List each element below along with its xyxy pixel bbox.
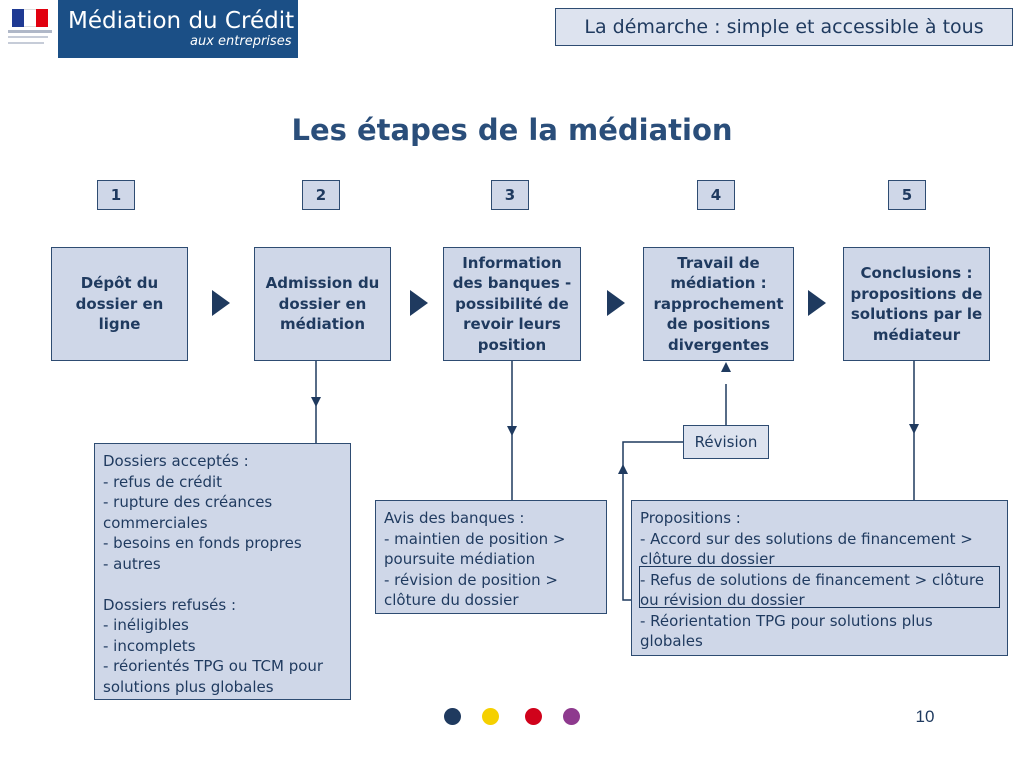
revision-box: Révision <box>683 425 769 459</box>
step-box-2: Admission du dossier en médiation <box>254 247 391 361</box>
step-label-1: Dépôt du dossier en ligne <box>75 274 164 334</box>
down-arrow-admission <box>311 397 321 407</box>
step-box-1: Dépôt du dossier en ligne <box>51 247 188 361</box>
up-arrow-revision-loop <box>618 464 628 474</box>
step-label-2: Admission du dossier en médiation <box>265 274 380 334</box>
footer-dot-navy <box>444 708 461 725</box>
footer-dot-purple <box>563 708 580 725</box>
propositions-note: Propositions : - Accord sur des solution… <box>631 500 1008 656</box>
avis-banques-note-text: Avis des banques : - maintien de positio… <box>384 509 566 609</box>
logo: Médiation du Crédit aux entreprises <box>0 0 298 58</box>
propositions-note-text: Propositions : - Accord sur des solution… <box>640 509 985 650</box>
footer-dot-yellow <box>482 708 499 725</box>
up-arrow-travail <box>721 362 731 372</box>
down-arrow-conclusions <box>909 424 919 434</box>
step-label-3: Information des banques - possibilité de… <box>452 253 572 354</box>
logo-subtitle: aux entreprises <box>190 34 292 49</box>
step-box-5: Conclusions : propositions de solutions … <box>843 247 990 361</box>
avis-banques-note: Avis des banques : - maintien de positio… <box>375 500 607 614</box>
step-number-4: 4 <box>697 180 735 210</box>
step-number-3: 3 <box>491 180 529 210</box>
dossiers-note-text: Dossiers acceptés : - refus de crédit - … <box>103 452 324 696</box>
refus-highlight-frame <box>639 566 1000 608</box>
marianne-emblem <box>0 0 58 58</box>
step-box-3: Information des banques - possibilité de… <box>443 247 581 361</box>
down-arrow-information <box>507 426 517 436</box>
step-label-4: Travail de médiation : rapprochement de … <box>653 253 784 354</box>
french-flag-icon <box>12 9 48 27</box>
section-title: La démarche : simple et accessible à tou… <box>555 8 1013 46</box>
footer-dot-red <box>525 708 542 725</box>
dossiers-note: Dossiers acceptés : - refus de crédit - … <box>94 443 351 700</box>
step-number-1: 1 <box>97 180 135 210</box>
step-label-5: Conclusions : propositions de solutions … <box>850 264 983 344</box>
step-box-4: Travail de médiation : rapprochement de … <box>643 247 794 361</box>
flow-arrow-1-2 <box>212 290 230 316</box>
logo-title: Médiation du Crédit <box>68 8 295 34</box>
flow-arrow-4-5 <box>808 290 826 316</box>
page-number: 10 <box>915 707 935 726</box>
page-title: Les étapes de la médiation <box>291 113 733 147</box>
step-number-5: 5 <box>888 180 926 210</box>
step-number-2: 2 <box>302 180 340 210</box>
flow-arrow-3-4 <box>607 290 625 316</box>
flow-arrow-2-3 <box>410 290 428 316</box>
